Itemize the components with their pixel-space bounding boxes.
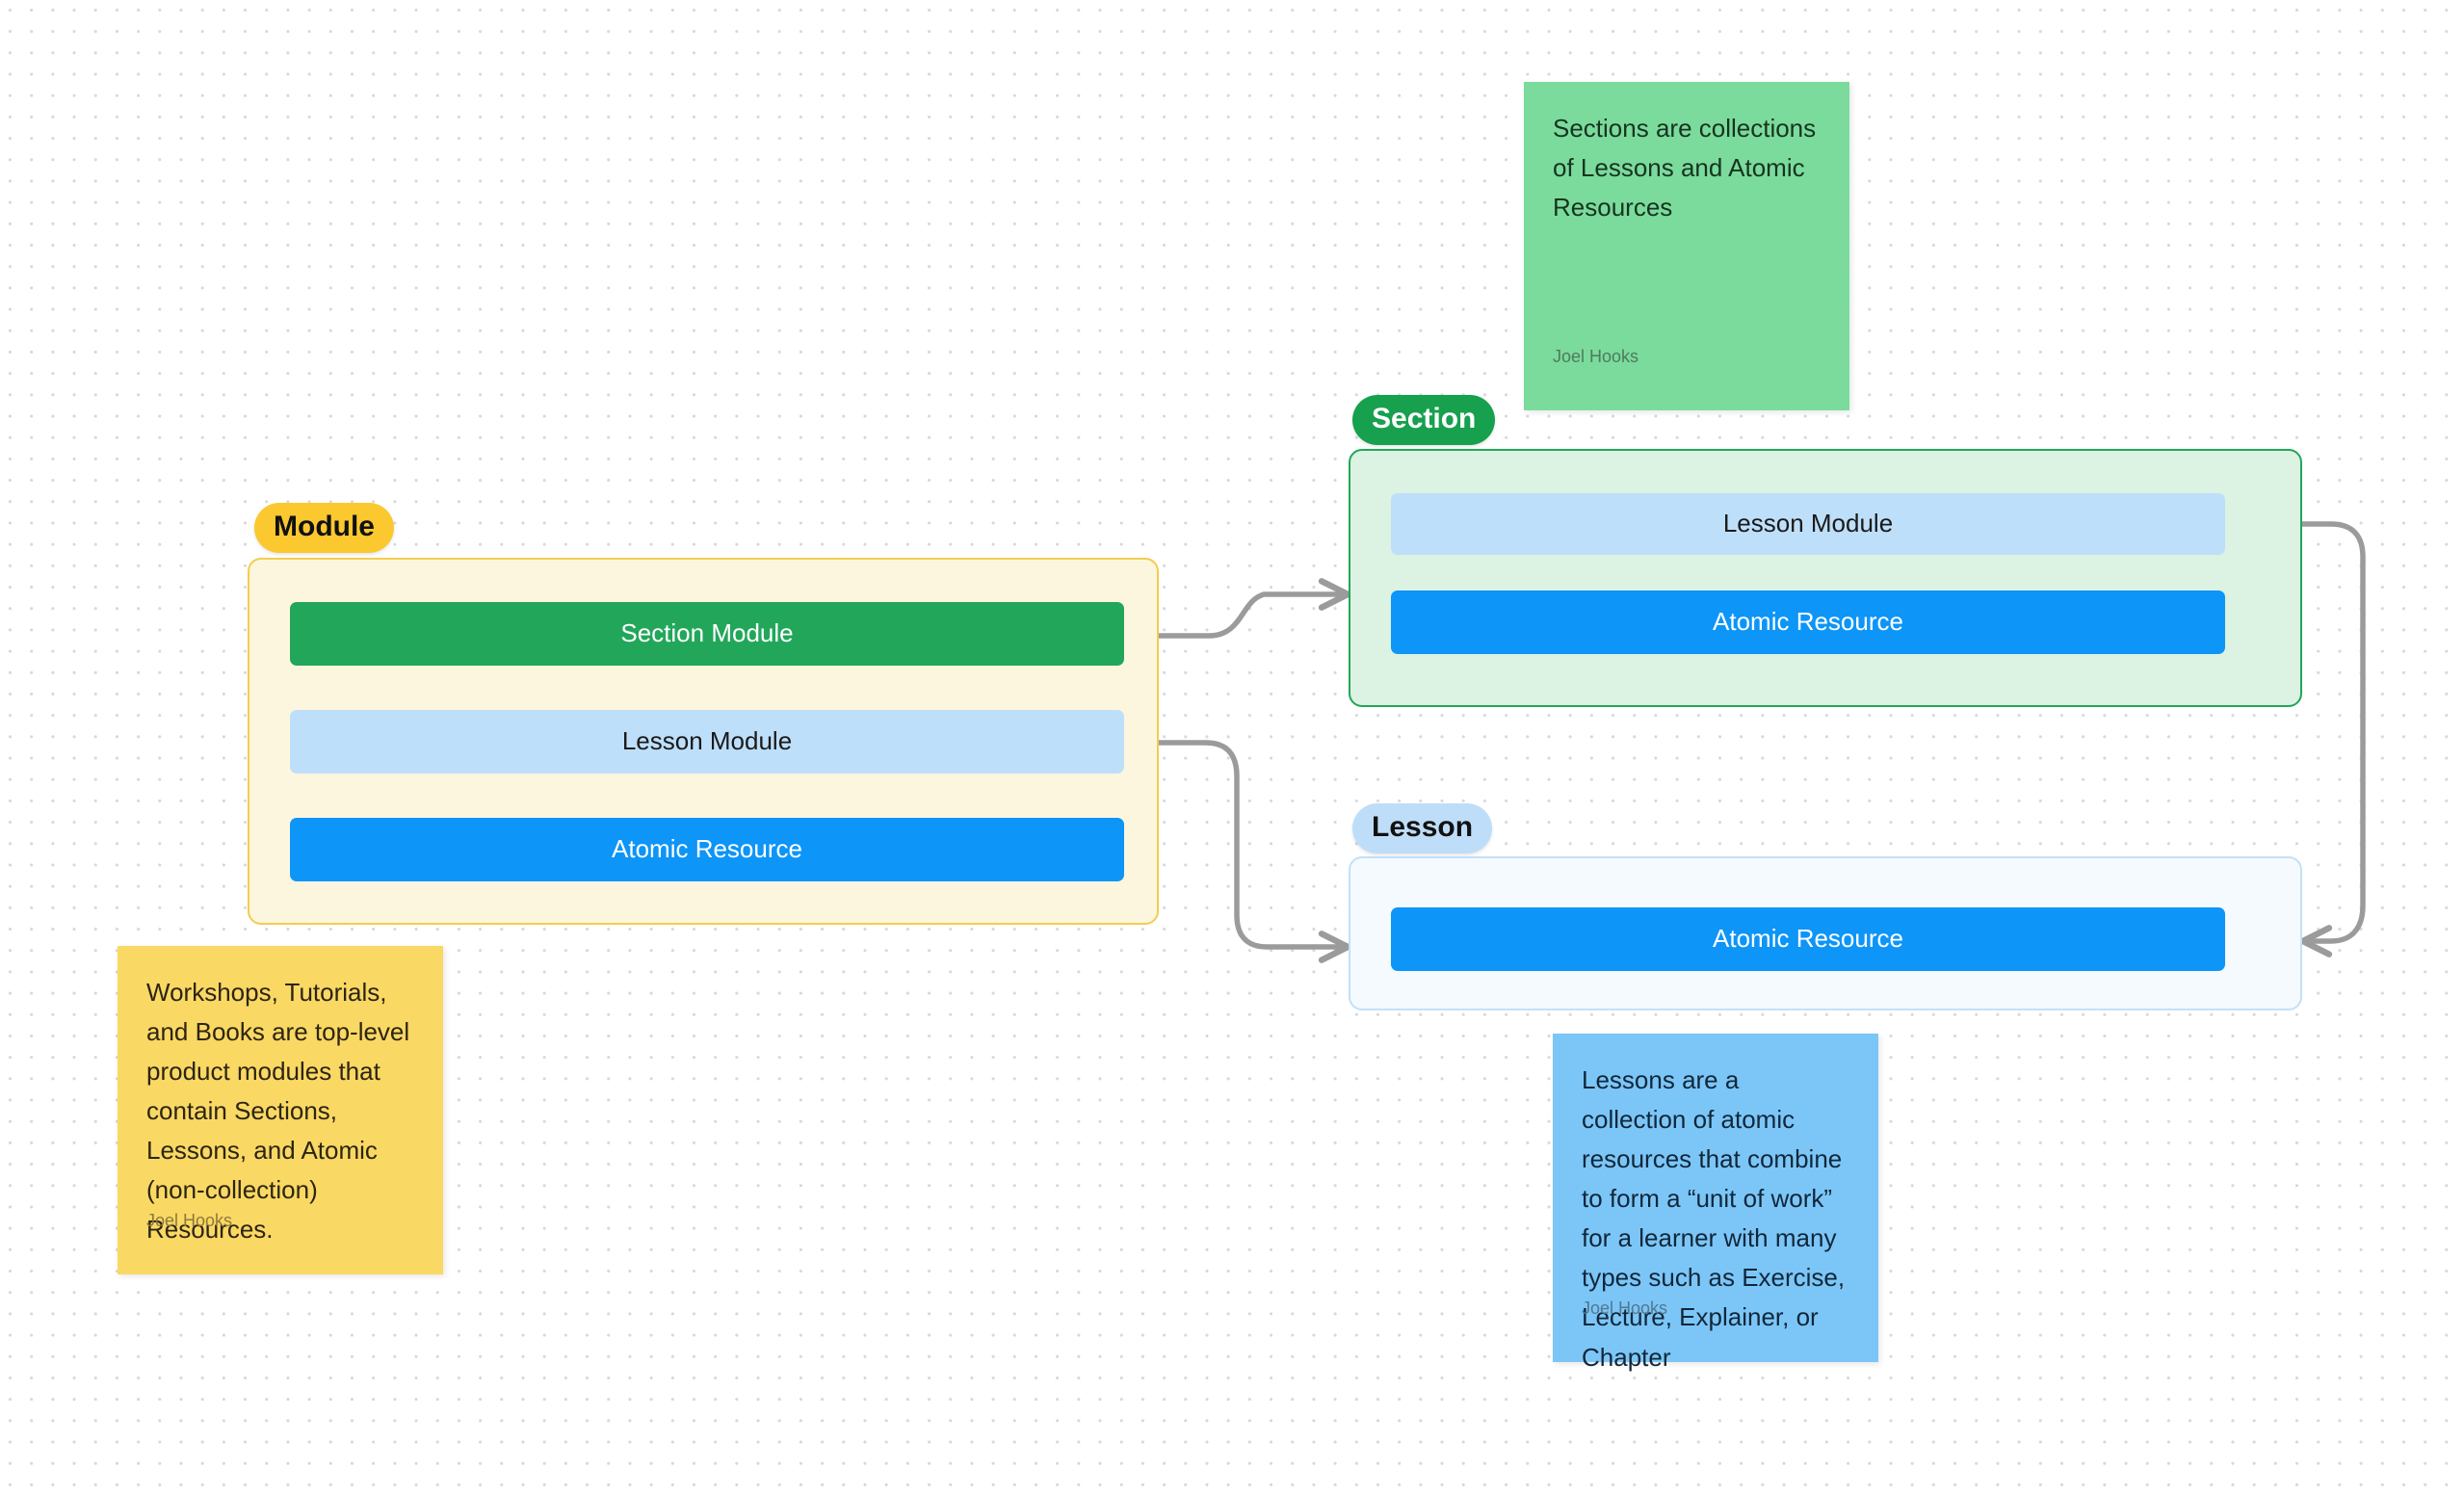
sticky-note-text: Lessons are a collection of atomic resou… — [1582, 1065, 1852, 1372]
sticky-note-text: Sections are collections of Lessons and … — [1553, 114, 1823, 223]
sticky-note-sections[interactable]: Sections are collections of Lessons and … — [1524, 82, 1849, 410]
sticky-note-author: Joel Hooks — [1553, 347, 1639, 366]
node-section-module[interactable]: Section Module — [290, 602, 1124, 666]
node-atomic-resource-section[interactable]: Atomic Resource — [1391, 590, 2225, 654]
group-container-section[interactable] — [1349, 449, 2302, 707]
group-label-section[interactable]: Section — [1352, 395, 1496, 445]
group-label-lesson[interactable]: Lesson — [1352, 803, 1493, 853]
sticky-note-text: Workshops, Tutorials, and Books are top-… — [146, 978, 417, 1245]
node-atomic-resource-module[interactable]: Atomic Resource — [290, 818, 1124, 881]
group-label-module[interactable]: Module — [254, 503, 394, 553]
sticky-note-author: Joel Hooks — [146, 1211, 233, 1230]
sticky-note-lessons[interactable]: Lessons are a collection of atomic resou… — [1553, 1034, 1878, 1372]
node-lesson-module-section[interactable]: Lesson Module — [1391, 493, 2225, 555]
sticky-note-author: Joel Hooks — [1582, 1298, 1668, 1318]
node-atomic-resource-lesson[interactable]: Atomic Resource — [1391, 907, 2225, 971]
sticky-note-modules[interactable]: Workshops, Tutorials, and Books are top-… — [118, 946, 443, 1274]
node-lesson-module[interactable]: Lesson Module — [290, 710, 1124, 774]
